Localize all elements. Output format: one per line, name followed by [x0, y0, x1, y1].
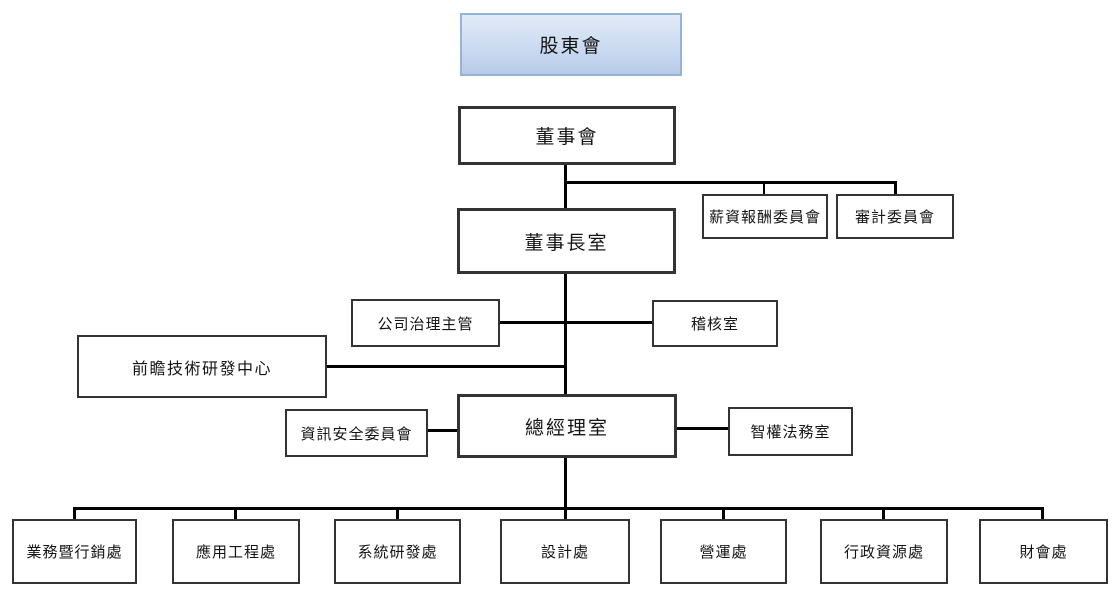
node-dept-admin-resources: 行政資源處	[820, 519, 948, 584]
node-audit-committee-label: 審計委員會	[854, 208, 935, 226]
connector-stub-dept7	[1041, 507, 1044, 520]
node-shareholders-label: 股東會	[539, 35, 603, 57]
node-dept-design: 設計處	[500, 519, 630, 584]
connector-trunk-chairman-gm	[564, 272, 567, 394]
node-dept-sales-marketing: 業務暨行銷處	[12, 519, 137, 584]
node-shareholders: 股東會	[460, 13, 682, 76]
connector-stub-dept6	[882, 507, 885, 520]
node-gm-office-label: 總經理室	[524, 416, 609, 439]
node-chairman-office: 董事長室	[457, 208, 676, 274]
node-dept-admin-resources-label: 行政資源處	[843, 543, 924, 561]
node-dept-application-eng-label: 應用工程處	[195, 543, 276, 561]
node-chairman-office-label: 董事長室	[524, 231, 609, 254]
node-governance-officer: 公司治理主管	[351, 299, 500, 347]
node-advanced-rd-center: 前瞻技術研發中心	[77, 335, 327, 398]
node-ip-legal-office-label: 智權法務室	[750, 423, 831, 441]
node-dept-system-rd-label: 系統研發處	[357, 543, 438, 561]
node-dept-system-rd: 系統研發處	[334, 519, 461, 584]
connector-stub-dept3	[396, 507, 399, 520]
node-dept-design-label: 設計處	[540, 543, 589, 561]
node-audit-committee: 審計委員會	[836, 194, 954, 239]
connector-bottom-rail	[73, 507, 1044, 510]
node-governance-officer-label: 公司治理主管	[377, 314, 474, 333]
node-dept-finance-accounting-label: 財會處	[1019, 543, 1068, 561]
node-gm-office: 總經理室	[457, 394, 677, 458]
node-dept-finance-accounting: 財會處	[979, 519, 1108, 584]
connector-branch-committees	[564, 181, 897, 184]
connector-governance-auditoffice	[499, 321, 653, 324]
node-compensation-committee: 薪資報酬委員會	[702, 194, 828, 239]
connector-ip-legal	[676, 427, 729, 430]
connector-stub-compensation	[763, 181, 765, 194]
node-infosec-committee: 資訊安全委員會	[285, 409, 428, 457]
node-audit-office: 稽核室	[652, 300, 778, 347]
node-advanced-rd-center-label: 前瞻技術研發中心	[131, 358, 272, 378]
node-dept-application-eng: 應用工程處	[172, 519, 300, 584]
node-dept-operations-label: 營運處	[699, 543, 748, 561]
node-dept-operations: 營運處	[660, 519, 787, 584]
connector-infosec	[427, 429, 458, 432]
node-infosec-committee-label: 資訊安全委員會	[300, 424, 413, 443]
connector-stub-dept5	[722, 507, 725, 520]
node-dept-sales-marketing-label: 業務暨行銷處	[26, 543, 123, 561]
connector-stub-dept2	[234, 507, 237, 520]
node-board: 董事會	[458, 106, 676, 165]
node-compensation-committee-label: 薪資報酬委員會	[708, 208, 821, 226]
connector-stub-audit-committee	[894, 181, 897, 196]
node-audit-office-label: 稽核室	[690, 315, 739, 333]
connector-trunk-board-chairman	[564, 165, 567, 208]
node-ip-legal-office: 智權法務室	[728, 407, 853, 456]
connector-trunk-gm-rail	[564, 457, 567, 519]
node-board-label: 董事會	[535, 126, 599, 148]
connector-stub-dept1	[73, 507, 76, 520]
connector-rd-center	[324, 365, 566, 368]
